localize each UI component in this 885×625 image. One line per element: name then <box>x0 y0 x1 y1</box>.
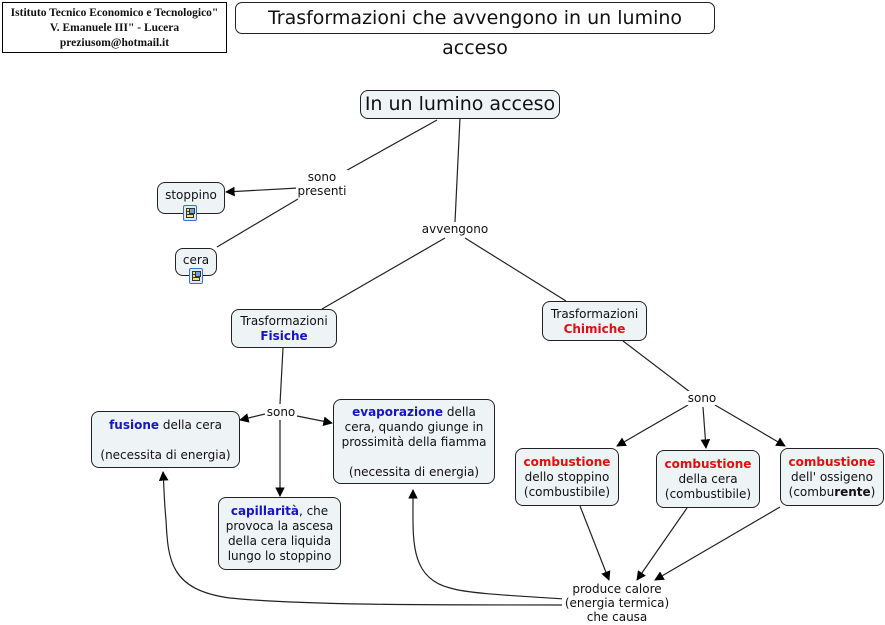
link-sono-fusione <box>239 413 266 423</box>
node-chimiche-line1: Trasformazioni <box>550 307 639 321</box>
node-combustione-ossigeno[interactable]: combustione dell' ossigeno (comburente) <box>780 448 884 506</box>
map-title: Trasformazioni che avvengono in un lumin… <box>235 2 715 59</box>
node-comb-ossigeno-line2: dell' ossigeno <box>791 470 873 484</box>
node-comb-ossigeno-line3: (comburente) <box>781 485 883 500</box>
link-label-sono-presenti: sono presenti <box>296 170 348 198</box>
node-comb-ossigeno-keyword: combustione <box>788 455 876 469</box>
node-trasformazioni-chimiche[interactable]: Trasformazioni Chimiche <box>542 301 647 341</box>
node-fusione-note: (necessita di energia) <box>100 448 231 462</box>
link-label-produce-calore: produce calore (energia termica) che cau… <box>562 582 672 624</box>
link-combcera-produce <box>636 507 688 581</box>
text: (combu <box>788 485 835 499</box>
link-root-avvengono <box>454 117 461 223</box>
node-root-label: In un lumino acceso <box>364 93 556 115</box>
node-evaporazione-note: (necessita di energia) <box>348 465 480 479</box>
node-fisiche-keyword: Fisiche <box>260 329 308 343</box>
resource-document-icon[interactable] <box>183 205 197 221</box>
node-fusione[interactable]: fusione della cera (necessita di energia… <box>91 411 240 468</box>
link-avvengono-fisiche <box>321 237 446 310</box>
link-label-line: produce calore <box>572 582 662 596</box>
school-location: V. Emanuele III" - Lucera <box>49 22 180 34</box>
node-trasformazioni-fisiche[interactable]: Trasformazioni Fisiche <box>231 309 337 348</box>
node-capillarita-line3: della cera liquida <box>227 534 332 548</box>
author-email: preziusom@hotmail.it <box>59 37 170 49</box>
node-comb-cera-keyword: combustione <box>664 457 752 471</box>
node-fusione-text: della cera <box>159 418 222 432</box>
node-stoppino-label: stoppino <box>165 188 217 202</box>
node-comb-cera-line2: della cera <box>678 472 738 486</box>
node-comb-stoppino-line3: (combustibile) <box>523 485 611 499</box>
link-sono-combossigeno <box>714 404 786 447</box>
link-label-sono-fisiche: sono <box>265 405 297 419</box>
node-comb-stoppino-line2: dello stoppino <box>524 470 610 484</box>
link-label-sono-chimiche: sono <box>686 391 718 405</box>
link-label-line: (energia termica) <box>564 596 670 610</box>
node-evaporazione-line1: evaporazione della <box>334 405 494 420</box>
link-sonopresenti-stoppino <box>225 186 299 197</box>
text: ) <box>870 485 876 499</box>
node-capillarita-text: , che <box>298 504 329 518</box>
node-evaporazione-line3: prossimità della fiamma <box>341 435 487 449</box>
node-fusione-keyword: fusione <box>109 418 160 432</box>
link-label-avvengono: avvengono <box>421 222 489 236</box>
link-combstoppino-produce <box>579 505 611 581</box>
node-comb-cera-line3: (combustibile) <box>664 487 752 501</box>
resource-document-icon[interactable] <box>189 268 203 284</box>
school-name: Istituto Tecnico Economico e Tecnologico… <box>10 7 219 19</box>
link-combossigeno-produce <box>654 506 781 581</box>
node-capillarita-line1: capillarità, che <box>219 504 340 519</box>
school-header: Istituto Tecnico Economico e Tecnologico… <box>2 2 227 53</box>
link-label-line: presenti <box>297 184 347 198</box>
link-sono-combstoppino <box>616 404 689 447</box>
node-comb-stoppino-keyword: combustione <box>523 455 611 469</box>
node-combustione-cera[interactable]: combustione della cera (combustibile) <box>656 450 760 508</box>
node-fisiche-line1: Trasformazioni <box>240 314 328 328</box>
spacer <box>334 450 494 465</box>
link-chimiche-sono <box>622 340 691 393</box>
link-produce-fusione <box>158 471 566 606</box>
node-root[interactable]: In un lumino acceso <box>360 90 560 119</box>
node-capillarita-keyword: capillarità <box>230 504 299 518</box>
link-avvengono-chimiche <box>464 237 567 302</box>
node-fusione-line1: fusione della cera <box>92 418 239 433</box>
link-label-line: sono <box>307 170 337 184</box>
node-evaporazione[interactable]: evaporazione della cera, quando giunge i… <box>333 399 495 484</box>
node-chimiche-keyword: Chimiche <box>563 322 626 336</box>
link-sono-evaporazione <box>296 415 333 427</box>
link-sonopresenti-cera <box>216 198 299 248</box>
node-combustione-stoppino[interactable]: combustione dello stoppino (combustibile… <box>515 448 619 506</box>
spacer <box>92 433 239 448</box>
node-evaporazione-keyword: evaporazione <box>352 405 444 419</box>
link-fisiche-sono <box>279 347 284 405</box>
link-root-sonopresenti <box>341 119 438 174</box>
text-bold: rente <box>834 485 871 499</box>
node-capillarita-line2: provoca la ascesa <box>225 519 334 533</box>
node-capillarita-line4: lungo lo stoppino <box>227 549 332 563</box>
link-label-line: che causa <box>586 610 648 624</box>
node-evaporazione-text: della <box>443 405 476 419</box>
link-produce-evaporazione <box>408 489 566 600</box>
node-capillarita[interactable]: capillarità, che provoca la ascesa della… <box>218 497 341 570</box>
node-evaporazione-line2: cera, quando giunge in <box>344 420 484 434</box>
link-sono-combcera <box>700 406 711 449</box>
node-cera-label: cera <box>182 253 210 267</box>
